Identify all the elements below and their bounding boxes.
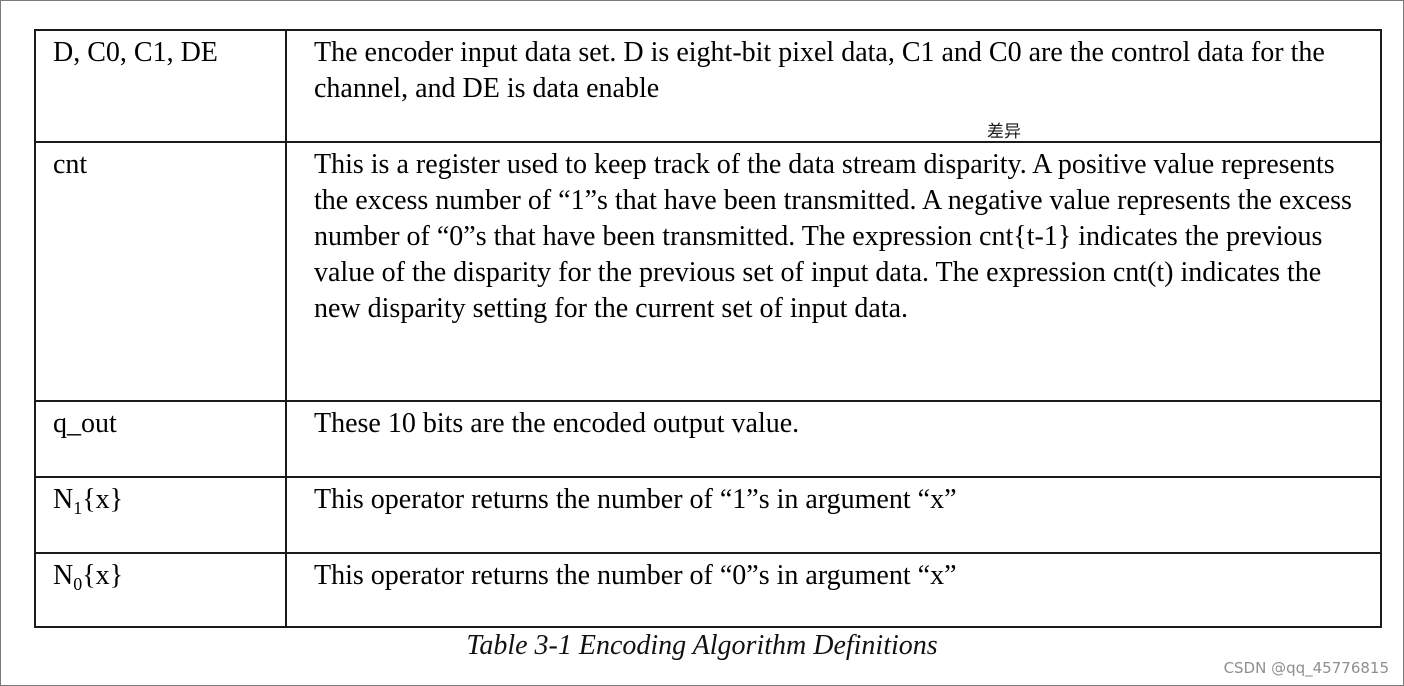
- term-cell: q_out: [34, 400, 287, 478]
- term-cell: cnt: [34, 141, 287, 402]
- table-caption: Table 3-1 Encoding Algorithm Definitions: [466, 630, 938, 661]
- handwritten-annotation: 差异: [987, 122, 1021, 142]
- term-subscript: 1: [73, 498, 83, 518]
- term-argument: {x}: [82, 560, 124, 591]
- table-row: q_out These 10 bits are the encoded outp…: [34, 400, 1382, 478]
- table-row: D, C0, C1, DE The encoder input data set…: [34, 29, 1382, 143]
- table-row: N0{x} This operator returns the number o…: [34, 552, 1382, 628]
- definition-cell: This operator returns the number of “0”s…: [285, 552, 1382, 628]
- term-cell: D, C0, C1, DE: [34, 29, 287, 143]
- term-base: N: [53, 560, 74, 591]
- term-argument: {x}: [82, 484, 124, 515]
- term-cell: N0{x}: [34, 552, 287, 628]
- term-subscript: 0: [73, 574, 83, 594]
- definition-cell: This operator returns the number of “1”s…: [285, 476, 1382, 554]
- definition-cell: These 10 bits are the encoded output val…: [285, 400, 1382, 478]
- term-cell: N1{x}: [34, 476, 287, 554]
- term-base: N: [53, 484, 74, 515]
- watermark: CSDN @qq_45776815: [1223, 659, 1389, 677]
- definition-cell: The encoder input data set. D is eight-b…: [285, 29, 1382, 143]
- table-row: cnt This is a register used to keep trac…: [34, 141, 1382, 402]
- table-row: N1{x} This operator returns the number o…: [34, 476, 1382, 554]
- definitions-table: D, C0, C1, DE The encoder input data set…: [34, 29, 1382, 628]
- definition-cell: This is a register used to keep track of…: [285, 141, 1382, 402]
